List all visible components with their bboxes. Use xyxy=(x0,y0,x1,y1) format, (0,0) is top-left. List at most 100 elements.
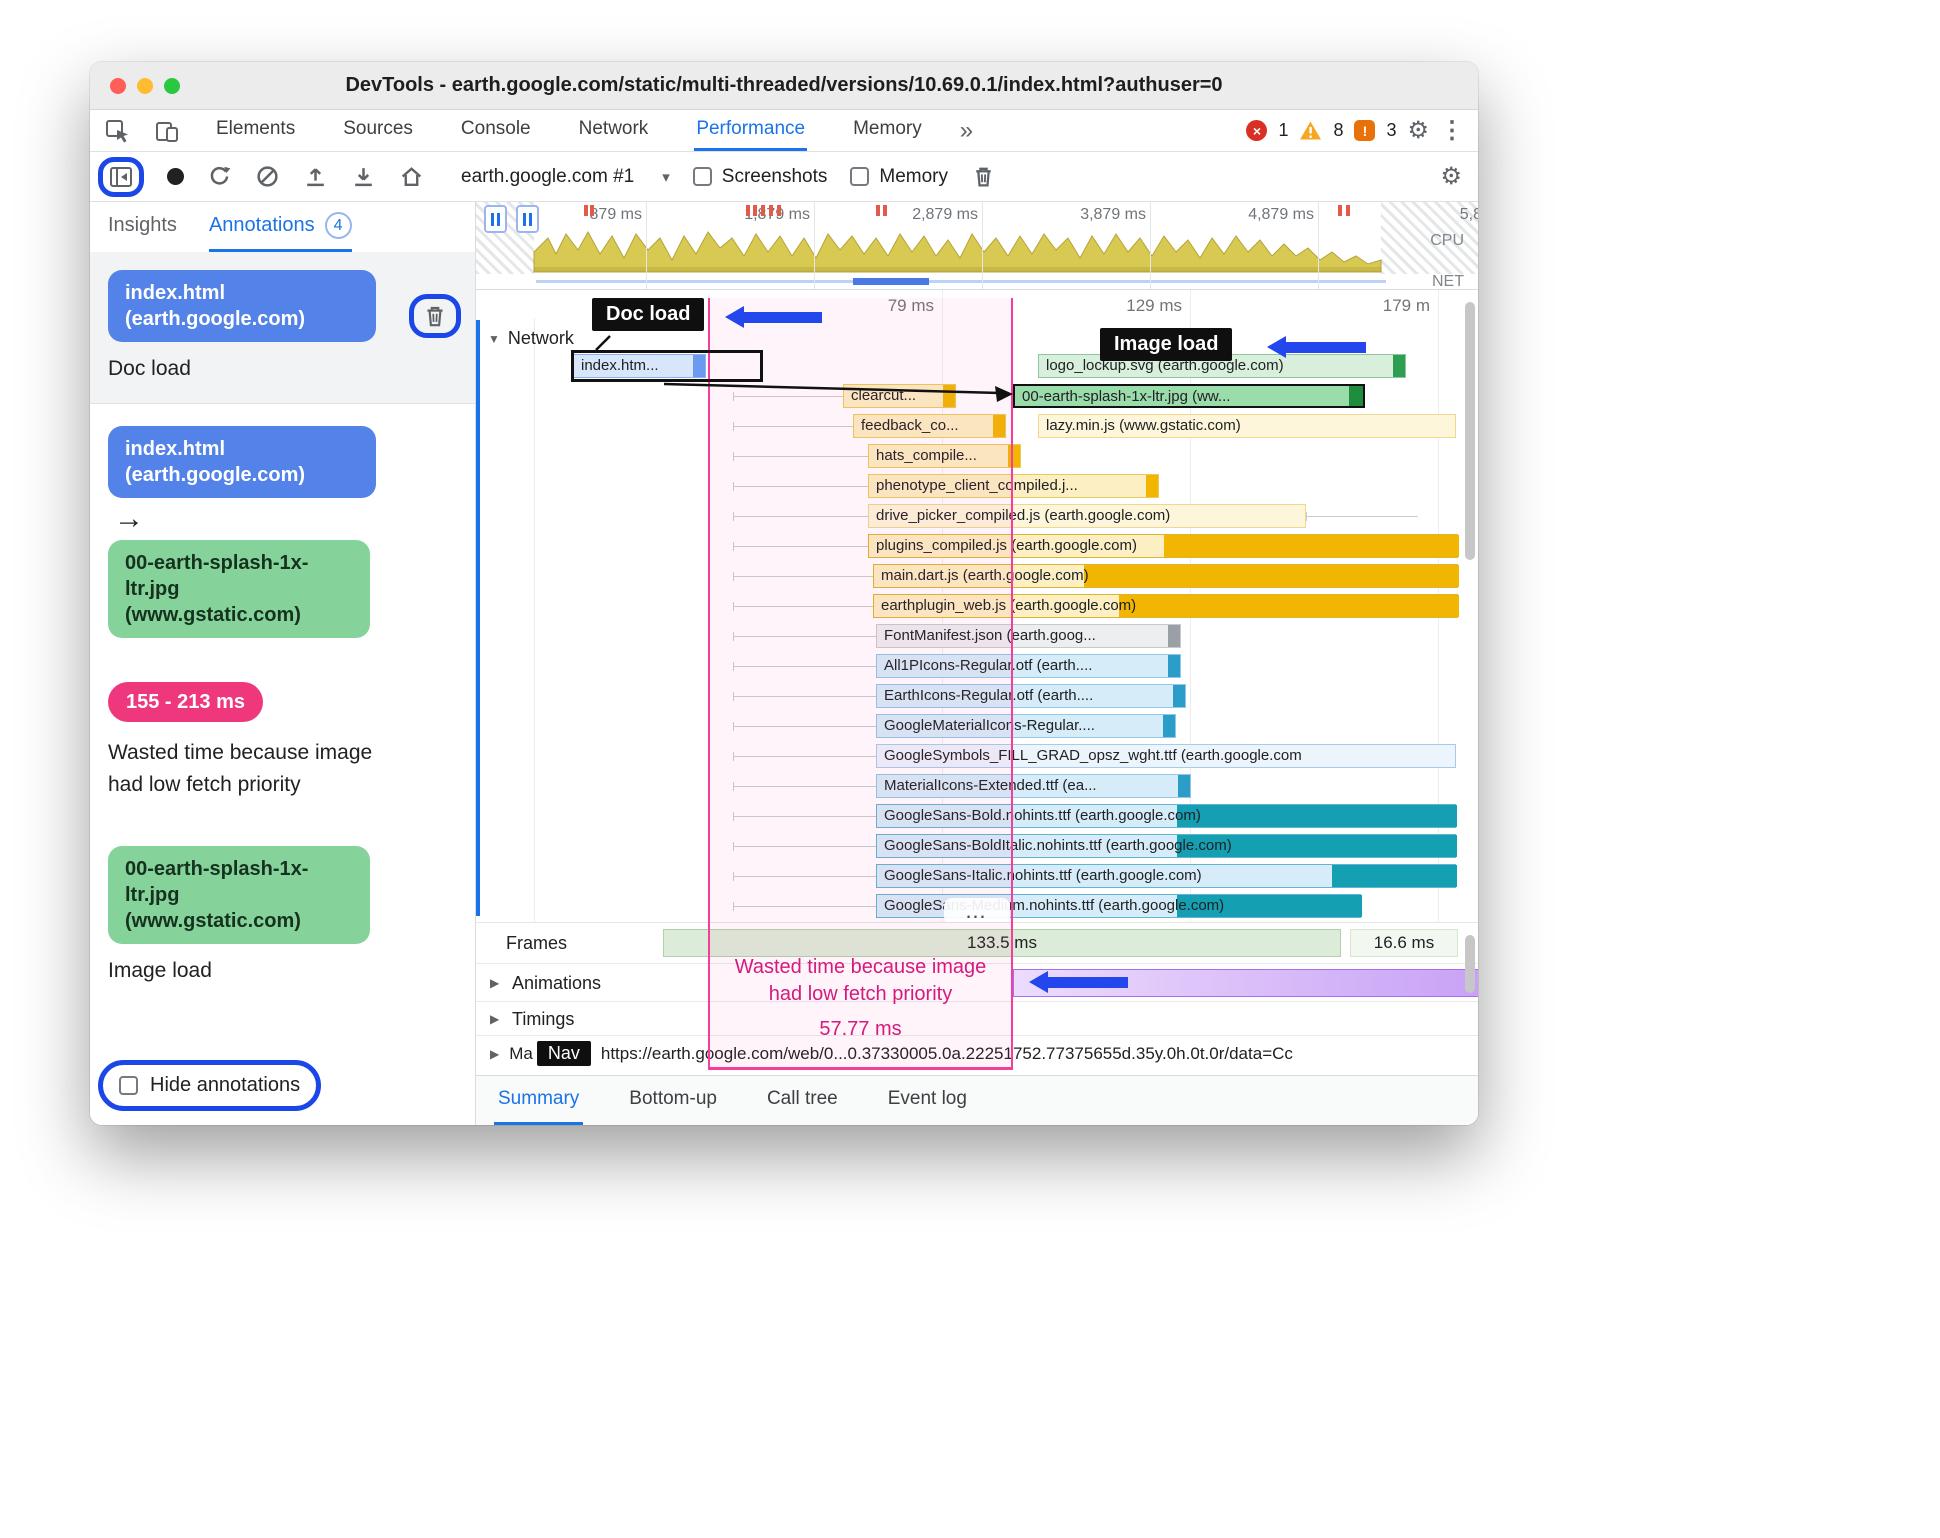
disclosure-triangle-icon[interactable]: ▶ xyxy=(490,976,500,990)
nav-marker-chip: Nav xyxy=(536,1041,591,1066)
tab-memory[interactable]: Memory xyxy=(853,118,922,139)
network-request-bar[interactable]: FontManifest.json (earth.goog... xyxy=(876,624,1181,648)
frames-track-label[interactable]: Frames xyxy=(506,933,568,953)
pause-marker[interactable] xyxy=(516,205,539,233)
kebab-menu-icon[interactable]: ⋮ xyxy=(1440,116,1464,144)
request-active-segment xyxy=(1164,535,1459,557)
network-request-bar[interactable]: GoogleSans-BoldItalic.nohints.ttf (earth… xyxy=(876,834,1457,858)
waterfall-scrollbar[interactable] xyxy=(1465,302,1475,560)
clear-recordings-icon[interactable] xyxy=(255,164,280,189)
bottom-tab-bottom-up[interactable]: Bottom-up xyxy=(629,1088,717,1109)
tab-insights[interactable]: Insights xyxy=(108,202,177,252)
disclosure-triangle-icon[interactable]: ▶ xyxy=(490,1012,500,1026)
request-cap xyxy=(1393,355,1405,377)
minimize-window-button[interactable] xyxy=(137,77,153,94)
annotation-entry-doc-load[interactable]: index.html (earth.google.com) Doc load xyxy=(90,252,475,404)
load-profile-icon[interactable] xyxy=(303,164,328,189)
request-cap xyxy=(693,355,705,377)
record-button[interactable] xyxy=(167,168,184,185)
frame-bar-partial[interactable]: 16.6 ms xyxy=(1350,929,1458,957)
tab-sources[interactable]: Sources xyxy=(343,118,413,139)
network-request-bar[interactable]: feedback_co... xyxy=(853,414,1006,438)
annotation-entry-link[interactable]: index.html (earth.google.com) → 00-earth… xyxy=(90,404,475,638)
collect-garbage-icon[interactable] xyxy=(971,164,996,189)
network-request-bar[interactable]: index.htm... xyxy=(573,354,706,378)
network-request-bar[interactable]: GoogleSymbols_FILL_GRAD_opsz_wght.ttf (e… xyxy=(876,744,1456,768)
network-request-bar[interactable]: drive_picker_compiled.js (earth.google.c… xyxy=(868,504,1306,528)
memory-checkbox[interactable] xyxy=(850,167,870,186)
tab-console[interactable]: Console xyxy=(460,118,531,139)
request-label: GoogleMaterialIcons-Regular.... xyxy=(884,717,1095,734)
hide-annotations-checkbox[interactable] xyxy=(119,1076,138,1095)
network-request-bar[interactable]: EarthIcons-Regular.otf (earth.... xyxy=(876,684,1186,708)
toggle-sidebar-icon[interactable] xyxy=(108,164,134,190)
network-request-bar[interactable]: GoogleMaterialIcons-Regular.... xyxy=(876,714,1176,738)
disclosure-triangle-icon[interactable]: ▶ xyxy=(490,1046,500,1061)
request-start-line xyxy=(733,392,843,401)
cpu-track-label: CPU xyxy=(1430,232,1464,249)
tab-elements[interactable]: Elements xyxy=(216,118,296,139)
network-request-bar[interactable]: main.dart.js (earth.google.com) xyxy=(873,564,1459,588)
panel-settings-gear-icon[interactable]: ⚙ xyxy=(1440,162,1462,190)
network-request-bar[interactable]: plugins_compiled.js (earth.google.com) xyxy=(868,534,1459,558)
tab-performance[interactable]: Performance xyxy=(694,110,808,151)
annotation-pill-time-range[interactable]: 155 - 213 ms xyxy=(108,682,263,722)
track-divider xyxy=(476,963,1478,964)
bottom-tab-event-log[interactable]: Event log xyxy=(887,1088,967,1109)
pause-marker[interactable] xyxy=(484,205,507,233)
annotation-caption: Doc load xyxy=(108,357,191,380)
request-cap xyxy=(943,385,955,407)
network-request-bar[interactable]: lazy.min.js (www.gstatic.com) xyxy=(1038,414,1456,438)
network-request-bar[interactable]: 00-earth-splash-1x-ltr.jpg (ww... xyxy=(1013,384,1365,408)
disclosure-triangle-icon[interactable]: ▼ xyxy=(488,331,500,346)
close-window-button[interactable] xyxy=(110,77,126,94)
tracks-scrollbar[interactable] xyxy=(1465,935,1475,993)
more-tabs-chevron[interactable]: » xyxy=(959,116,974,144)
more-requests-indicator[interactable]: … xyxy=(944,898,1010,922)
screenshots-checkbox[interactable] xyxy=(692,167,712,186)
device-toolbar-icon[interactable] xyxy=(154,118,180,144)
annotation-pill-index-html[interactable]: index.html (earth.google.com) xyxy=(108,270,376,342)
tab-annotations[interactable]: Annotations 4 xyxy=(208,202,352,252)
inspect-element-icon[interactable] xyxy=(104,118,130,144)
error-badge-icon[interactable]: × xyxy=(1246,120,1268,141)
annotation-entry-time-range[interactable]: 155 - 213 ms Wasted time because image h… xyxy=(90,638,475,800)
network-request-bar[interactable]: GoogleSans-Bold.nohints.ttf (earth.googl… xyxy=(876,804,1457,828)
network-request-bar[interactable]: phenotype_client_compiled.j... xyxy=(868,474,1159,498)
bottom-tab-summary[interactable]: Summary xyxy=(494,1076,584,1125)
network-request-bar[interactable]: earthplugin_web.js (earth.google.com) xyxy=(873,594,1459,618)
issues-icon[interactable]: ! xyxy=(1354,120,1376,141)
record-and-reload-button[interactable] xyxy=(207,164,232,189)
annotation-entry-image-load[interactable]: 00-earth-splash-1x-ltr.jpg (www.gstatic.… xyxy=(90,800,475,983)
network-request-bar[interactable]: clearcut... xyxy=(843,384,956,408)
tab-network[interactable]: Network xyxy=(578,118,649,139)
network-request-bar[interactable]: GoogleSans-Italic.nohints.ttf (earth.goo… xyxy=(876,864,1457,888)
settings-gear-icon[interactable]: ⚙ xyxy=(1407,116,1429,144)
main-track-row[interactable]: ▶ Ma Nav https://earth.google.com/web/0.… xyxy=(490,1041,1470,1066)
network-request-bar[interactable]: hats_compile... xyxy=(868,444,1021,468)
frame-bar[interactable]: 133.5 ms xyxy=(663,929,1341,957)
network-track-header[interactable]: ▼ Network xyxy=(488,328,574,349)
overview[interactable]: CPU NET 879 ms1,879 ms2,879 ms3,879 ms4,… xyxy=(476,202,1478,290)
annotation-caption: Wasted time because image had low fetch … xyxy=(108,741,373,796)
live-metrics-home-icon[interactable] xyxy=(399,164,424,189)
annotation-pill-link-to[interactable]: 00-earth-splash-1x-ltr.jpg (www.gstatic.… xyxy=(108,540,370,638)
request-active-segment xyxy=(1332,865,1457,887)
request-end-line xyxy=(1306,512,1418,521)
waterfall[interactable]: ▼ Network index.htm...logo_lockup.svg (e… xyxy=(476,290,1478,922)
delete-annotation-icon[interactable] xyxy=(422,303,448,329)
bottom-tab-call-tree[interactable]: Call tree xyxy=(766,1088,838,1109)
zoom-window-button[interactable] xyxy=(164,77,180,94)
warning-icon[interactable] xyxy=(1299,120,1322,141)
save-profile-icon[interactable] xyxy=(351,164,376,189)
animations-track-label[interactable]: Animations xyxy=(512,973,602,993)
network-request-bar[interactable]: All1PIcons-Regular.otf (earth.... xyxy=(876,654,1181,678)
timings-track-label[interactable]: Timings xyxy=(512,1009,575,1029)
network-request-bar[interactable]: MaterialIcons-Extended.ttf (ea... xyxy=(876,774,1191,798)
annotation-pill-link-from[interactable]: index.html (earth.google.com) xyxy=(108,426,376,498)
annotation-pill-splash-jpg[interactable]: 00-earth-splash-1x-ltr.jpg (www.gstatic.… xyxy=(108,846,370,944)
request-label: plugins_compiled.js (earth.google.com) xyxy=(876,537,1137,554)
request-start-line xyxy=(733,482,868,491)
request-start-line xyxy=(733,782,876,791)
target-selector[interactable]: earth.google.com #1 ▾ xyxy=(461,166,670,188)
